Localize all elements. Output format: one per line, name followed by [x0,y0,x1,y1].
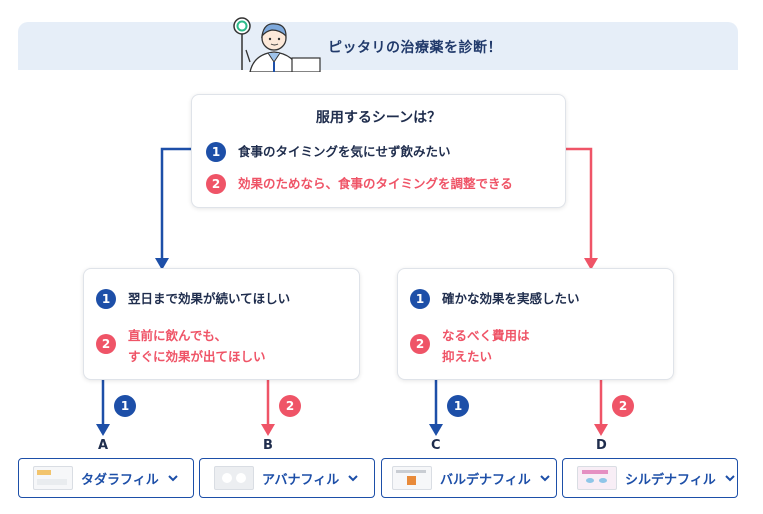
option-number-badge: 2 [206,174,226,194]
pill-package-image [577,466,617,490]
right-option-1: 1 確かな効果を実感したい [410,289,580,309]
option-text: 直前に飲んでも、 すぐに効果が出てほしい [128,325,266,367]
drug-button-tadalafil[interactable]: タダラフィル [18,458,194,498]
pill-package-image [392,466,432,490]
chevron-down-icon [725,475,735,482]
left-option-1: 1 翌日まで効果が続いてほしい [96,289,290,309]
option-number-badge: 2 [96,334,116,354]
pill-package-image [214,466,254,490]
pill-package-image [33,466,73,490]
option-text: 効果のためなら、食事のタイミングを調整できる [238,176,513,191]
branch-badge-d: 2 [612,395,634,417]
right-question-card: 1 確かな効果を実感したい 2 なるべく費用は 抑えたい [397,268,674,380]
option-text-line: なるべく費用は [442,328,530,343]
right-option-2: 2 なるべく費用は 抑えたい [410,325,530,367]
drug-label: バルデナフィル [440,472,531,488]
option-number-badge: 2 [410,334,430,354]
option-number-badge: 1 [96,289,116,309]
left-question-card: 1 翌日まで効果が続いてほしい 2 直前に飲んでも、 すぐに効果が出てほしい [83,268,360,380]
branch-badge-b: 2 [279,395,301,417]
option-text: 翌日まで効果が続いてほしい [128,291,291,306]
option-text: なるべく費用は 抑えたい [442,325,530,367]
option-text-line: 直前に飲んでも、 [128,328,228,343]
branch-letter-a: A [98,438,109,453]
left-option-2: 2 直前に飲んでも、 すぐに効果が出てほしい [96,325,266,367]
drug-label: タダラフィル [81,472,159,488]
diagnosis-header [18,22,738,70]
chevron-down-icon [348,475,358,482]
branch-letter-d: D [596,438,607,453]
header-title: ピッタリの治療薬を診断！ [328,40,502,56]
branch-badge-a: 1 [114,395,136,417]
option-text: 確かな効果を実感したい [442,291,580,306]
branch-letter-c: C [431,438,441,453]
drug-label: シルデナフィル [625,472,716,488]
option-text: 食事のタイミングを気にせず飲みたい [238,144,451,159]
question-title: 服用するシーンは？ [315,110,442,126]
chevron-down-icon [168,475,178,482]
option-number-badge: 1 [410,289,430,309]
question-option-2: 2 効果のためなら、食事のタイミングを調整できる [206,174,513,194]
drug-button-sildenafil[interactable]: シルデナフィル [562,458,738,498]
chevron-down-icon [540,475,550,482]
option-number-badge: 1 [206,142,226,162]
option-text-line: すぐに効果が出てほしい [128,349,266,364]
question-card: 服用するシーンは？ 1 食事のタイミングを気にせず飲みたい 2 効果のためなら、… [191,94,566,208]
option-text-line: 抑えたい [442,349,493,364]
drug-button-avanafil[interactable]: アバナフィル [199,458,375,498]
drug-button-vardenafil[interactable]: バルデナフィル [381,458,557,498]
branch-letter-b: B [263,438,273,453]
question-option-1: 1 食事のタイミングを気にせず飲みたい [206,142,451,162]
doctor-illustration [233,17,321,72]
drug-label: アバナフィル [262,472,340,488]
branch-badge-c: 1 [447,395,469,417]
